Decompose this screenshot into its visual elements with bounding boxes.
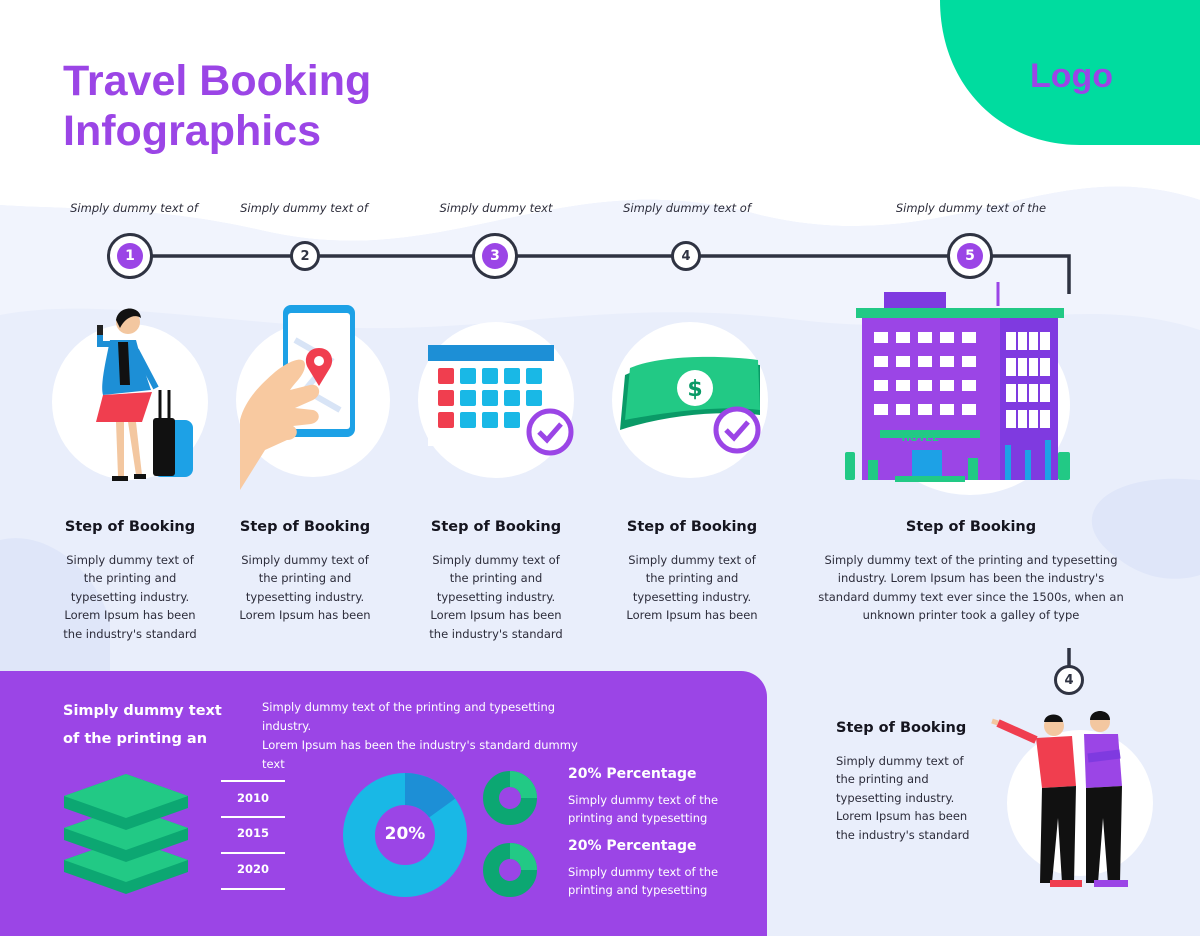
svg-text:HOTEL: HOTEL bbox=[902, 433, 940, 444]
year-item: 2010 bbox=[236, 791, 269, 805]
small-donut-chart bbox=[483, 843, 537, 897]
traveler-with-luggage-icon bbox=[52, 308, 208, 481]
step-5-text: Simply dummy text of the printing and ty… bbox=[818, 553, 1124, 623]
step-2-marker[interactable]: 2 bbox=[290, 241, 320, 271]
step-2-caption: Simply dummy text of bbox=[240, 201, 368, 215]
small-donut-chart bbox=[483, 771, 537, 825]
step-3-number: 3 bbox=[482, 243, 508, 269]
stacked-layers-icon bbox=[64, 774, 188, 894]
step-1-marker[interactable]: 1 bbox=[107, 233, 153, 279]
step-2-number: 2 bbox=[300, 248, 310, 264]
step-5-marker[interactable]: 5 bbox=[947, 233, 993, 279]
percentage-title: 20% Percentage bbox=[568, 838, 697, 854]
logo-background-shape bbox=[940, 0, 1200, 145]
step-2-title: Step of Booking bbox=[239, 519, 371, 535]
hotel-building-icon: HOTEL bbox=[845, 282, 1070, 495]
title-line-2: Infographics bbox=[63, 107, 322, 155]
extra-step-marker[interactable]: 4 bbox=[1054, 665, 1084, 695]
page-title: Travel Booking Infographics bbox=[63, 56, 483, 156]
step-4-number: 4 bbox=[681, 248, 691, 264]
step-1-number: 1 bbox=[117, 243, 143, 269]
step-4-caption: Simply dummy text of bbox=[623, 201, 751, 215]
year-divider bbox=[221, 816, 285, 818]
step-3-caption: Simply dummy text bbox=[439, 201, 553, 215]
title-line-1: Travel Booking bbox=[63, 57, 372, 105]
step-4-title: Step of Booking bbox=[626, 519, 758, 535]
phone-map-pin-icon bbox=[236, 305, 390, 490]
year-item: 2020 bbox=[236, 862, 269, 876]
step-3-marker[interactable]: 3 bbox=[472, 233, 518, 279]
panel-intro-text: Simply dummy text of the printing and ty… bbox=[262, 700, 578, 771]
calendar-check-icon bbox=[418, 322, 574, 478]
step-5-title: Step of Booking bbox=[905, 519, 1037, 535]
step-1-title: Step of Booking bbox=[64, 519, 196, 535]
extra-step-number: 4 bbox=[1064, 672, 1074, 688]
extra-step-connector bbox=[1067, 648, 1071, 666]
year-divider bbox=[221, 852, 285, 854]
percentage-title: 20% Percentage bbox=[568, 766, 697, 782]
donut-chart bbox=[343, 773, 467, 897]
step-4-marker[interactable]: 4 bbox=[671, 241, 701, 271]
step-1-caption: Simply dummy text of bbox=[70, 201, 198, 215]
year-item: 2015 bbox=[236, 826, 269, 840]
step-5-caption: Simply dummy text of the bbox=[895, 201, 1047, 215]
step-3-title: Step of Booking bbox=[430, 519, 562, 535]
two-people-icon bbox=[991, 711, 1153, 887]
timeline-line bbox=[130, 254, 1071, 294]
year-divider bbox=[221, 888, 285, 890]
year-divider bbox=[221, 780, 285, 782]
money-check-icon: $ bbox=[612, 322, 768, 478]
extra-step-title: Step of Booking bbox=[836, 720, 967, 736]
donut-label: 20% bbox=[384, 824, 426, 844]
step-5-number: 5 bbox=[957, 243, 983, 269]
svg-text:$: $ bbox=[687, 377, 702, 402]
logo[interactable]: Logo bbox=[1030, 57, 1114, 95]
